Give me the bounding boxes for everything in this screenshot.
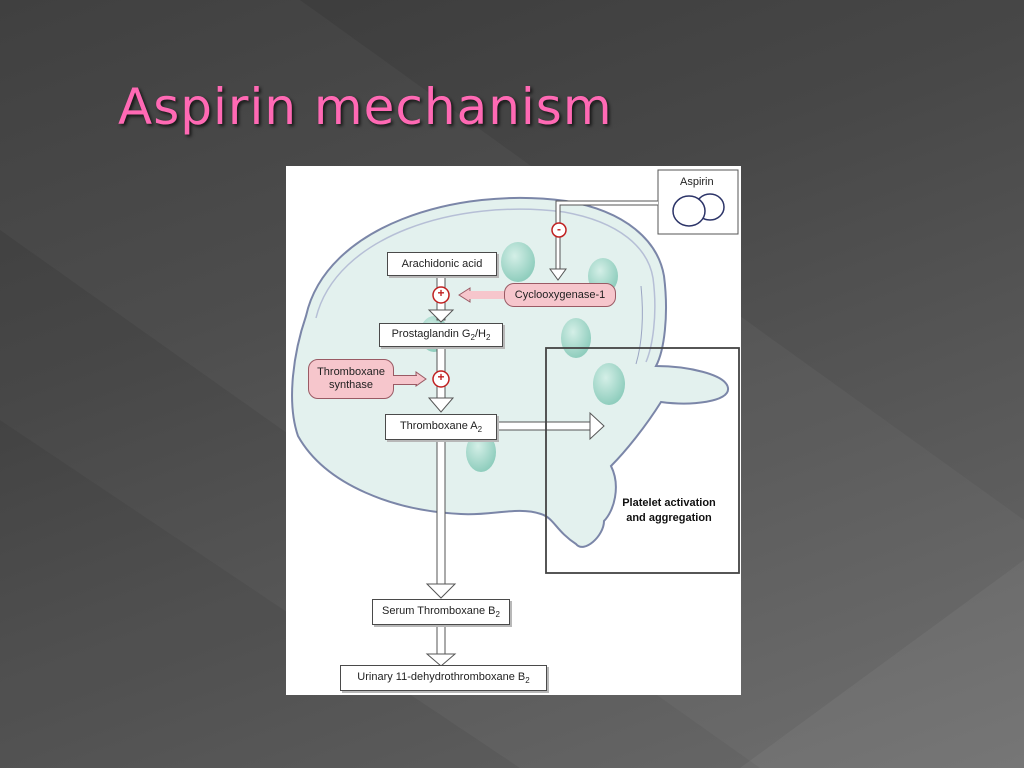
thromboxane-synthase-label-line2: synthase bbox=[328, 379, 374, 391]
aspirin-label: Aspirin bbox=[680, 176, 714, 188]
granule bbox=[466, 432, 496, 472]
prostaglandin-box: Prostaglandin G2/H2 bbox=[379, 323, 503, 347]
slide-title: Aspirin mechanism bbox=[118, 78, 613, 136]
stimulate-sign-cox: + bbox=[437, 286, 445, 300]
inhibit-sign: - bbox=[557, 222, 561, 236]
platelet-cell bbox=[291, 196, 729, 548]
platelet-activation-label: Platelet activation and aggregation bbox=[622, 497, 716, 524]
stimulate-sign-synthase: + bbox=[437, 370, 445, 384]
aspirin-diagram: Aspirin - + + Arachidonic acid Cyclooxyg… bbox=[286, 166, 741, 695]
urinary-dehydrothromboxane-label: Urinary 11-dehydrothromboxane B2 bbox=[357, 670, 530, 686]
prostaglandin-label: Prostaglandin G2/H2 bbox=[391, 327, 491, 343]
platelet-activation-frame bbox=[545, 347, 740, 574]
thromboxane-a2-box: Thromboxane A2 bbox=[385, 414, 497, 440]
thromboxane-synthase-label-line1: Thromboxane bbox=[317, 366, 385, 378]
diagram-graphics bbox=[291, 169, 740, 667]
thromboxane-a2-label: Thromboxane A2 bbox=[399, 419, 483, 435]
inhibit-symbol bbox=[551, 222, 567, 238]
granule bbox=[561, 318, 591, 358]
synthase-arrow-shaft bbox=[393, 375, 417, 385]
urinary-dehydrothromboxane-box: Urinary 11-dehydrothromboxane B2 bbox=[340, 665, 547, 691]
stimulate-symbol bbox=[432, 286, 450, 304]
granule bbox=[593, 363, 625, 405]
thromboxane-synthase-box: Thromboxane synthase bbox=[308, 359, 394, 399]
serum-thromboxane-box: Serum Thromboxane B2 bbox=[372, 599, 510, 625]
aspirin-pill-icon bbox=[672, 195, 706, 227]
stimulate-symbol bbox=[432, 370, 450, 388]
cyclooxygenase-label: Cyclooxygenase-1 bbox=[514, 289, 606, 301]
arachidonic-acid-box: Arachidonic acid bbox=[387, 252, 497, 276]
arachidonic-acid-label: Arachidonic acid bbox=[401, 258, 483, 270]
cyclooxygenase-box: Cyclooxygenase-1 bbox=[504, 283, 616, 307]
serum-thromboxane-label: Serum Thromboxane B2 bbox=[382, 604, 500, 620]
granule bbox=[501, 242, 535, 282]
